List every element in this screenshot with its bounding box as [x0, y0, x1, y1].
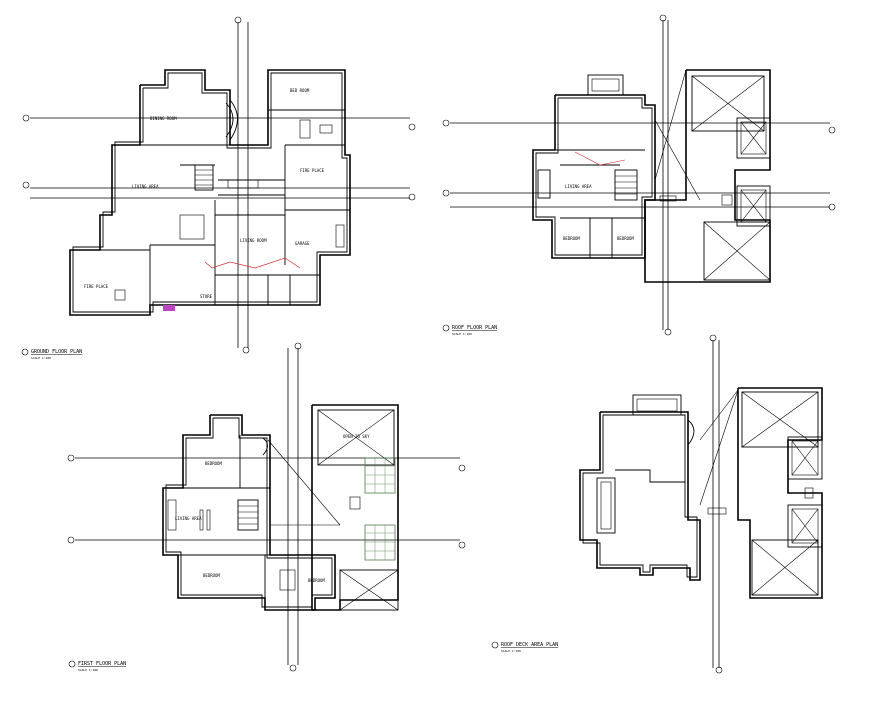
room-label: FIRE PLACE	[300, 168, 325, 173]
room-label: BEDROOM	[205, 461, 222, 466]
plan-title: ROOF DECK AREA PLAN SCALE 1:100	[491, 641, 558, 653]
room-label: LIVING AREA	[175, 516, 202, 521]
plan-title: ROOF FLOOR PLAN SCALE 1:100	[442, 324, 497, 336]
svg-text:SCALE 1:100: SCALE 1:100	[78, 668, 98, 672]
svg-text:SCALE 1:100: SCALE 1:100	[31, 356, 51, 360]
plan-roof-2: ROOF DECK AREA PLAN SCALE 1:100	[491, 334, 823, 674]
room-label: BEDROOM	[563, 236, 580, 241]
svg-text:SCALE 1:100: SCALE 1:100	[452, 332, 472, 336]
planter	[364, 457, 396, 494]
stair	[614, 169, 638, 201]
room-label: FIRE PLACE	[84, 284, 109, 289]
room-label: LIVING AREA	[565, 184, 592, 189]
svg-text:FIRST FLOOR PLAN: FIRST FLOOR PLAN	[78, 661, 126, 667]
svg-text:ROOF DECK AREA PLAN: ROOF DECK AREA PLAN	[501, 642, 558, 648]
plan-title: GROUND FLOOR PLAN SCALE 1:100	[21, 348, 82, 360]
axis-marker	[67, 342, 466, 672]
room-label: BEDROOM	[308, 578, 325, 583]
svg-text:ROOF FLOOR PLAN: ROOF FLOOR PLAN	[452, 325, 497, 331]
plan-ground: DINING ROOM LIVING AREA BED ROOM FIRE PL…	[21, 16, 416, 360]
plan-first: BEDROOM LIVING AREA BEDROOM BEDROOM OPEN…	[67, 342, 466, 672]
plan-title: FIRST FLOOR PLAN SCALE 1:100	[68, 660, 126, 672]
room-label: DINING ROOM	[150, 116, 177, 121]
outer-wall	[69, 69, 351, 316]
plan-roof-1: LIVING AREA BEDROOM BEDROOM ROOF FLOOR P…	[442, 14, 836, 336]
room-label: BEDROOM	[203, 573, 220, 578]
axis-marker	[22, 16, 416, 354]
room-label: STORE	[200, 294, 213, 299]
room-label: BED ROOM	[290, 88, 310, 93]
outer-wall-inner	[72, 72, 348, 313]
svg-text:SCALE 1:100: SCALE 1:100	[501, 649, 521, 653]
room-label: OPEN TO SKY	[343, 434, 370, 439]
stair	[194, 164, 214, 191]
door-highlight	[163, 305, 175, 311]
svg-text:GROUND FLOOR PLAN: GROUND FLOOR PLAN	[31, 349, 82, 355]
axis-marker	[442, 14, 836, 336]
axis-marker	[709, 334, 723, 674]
room-label: LIVING AREA	[132, 184, 159, 189]
room-label: LIVING ROOM	[240, 238, 267, 243]
room-label: GARAGE	[295, 241, 310, 246]
planter	[364, 524, 396, 561]
stair	[237, 499, 259, 531]
bay-window	[229, 99, 238, 141]
room-label: BEDROOM	[617, 236, 634, 241]
